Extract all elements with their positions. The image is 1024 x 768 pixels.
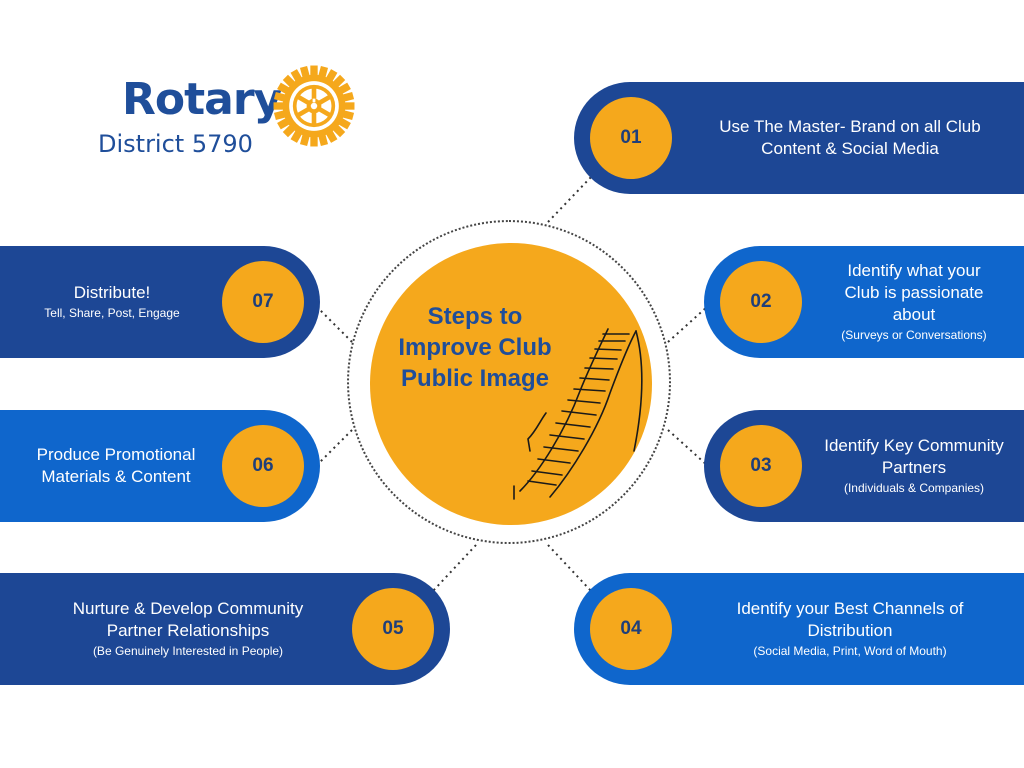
step-06: 06 Produce Promotional Materials & Conte… [0,410,320,522]
connector-05 [431,544,477,593]
step-05: 05 Nurture & Develop Community Partner R… [0,573,450,685]
step-04: 04 Identify your Best Channels of Distri… [574,573,1024,685]
step-title: Produce Promotional Materials & Content [36,445,196,486]
connector-01 [547,175,593,223]
step-subtitle: Tell, Share, Post, Engage [44,306,180,320]
center-hub: Steps to Improve Club Public Image [370,243,652,525]
step-title: Identify Key Community Partners [824,436,1004,477]
step-title: Use The Master- Brand on all Club Conten… [719,117,981,158]
step-title: Identify what your Club is passionate ab… [844,261,984,324]
step-number-badge: 06 [222,425,304,507]
staircase-icon [513,328,643,500]
step-number-badge: 02 [720,261,802,343]
rotary-logo: Rotary District 5790 [98,58,368,168]
step-title: Distribute! [73,283,151,302]
step-07: 07 Distribute! Tell, Share, Post, Engage [0,246,320,358]
step-number-badge: 05 [352,588,434,670]
connector-04 [547,544,593,593]
connector-02 [667,305,709,343]
rotary-wheel-icon [273,65,355,147]
step-subtitle: (Social Media, Print, Word of Mouth) [753,644,947,658]
step-subtitle: (Be Genuinely Interested in People) [92,644,284,658]
step-subtitle: (Individuals & Companies) [843,481,985,495]
step-number-badge: 04 [590,588,672,670]
logo-district: District 5790 [98,130,253,158]
step-number-badge: 03 [720,425,802,507]
step-03: 03 Identify Key Community Partners (Indi… [704,410,1024,522]
step-number-badge: 01 [590,97,672,179]
step-title: Nurture & Develop Community Partner Rela… [72,599,304,640]
hub-title-line-2: Improve Club [398,334,552,361]
connector-03 [667,429,709,467]
logo-wordmark: Rotary [122,74,282,125]
hub-title-line-3: Public Image [400,365,550,392]
step-subtitle: (Surveys or Conversations) [841,328,987,342]
hub-title-line-1: Steps to [427,303,523,330]
step-01: 01 Use The Master- Brand on all Club Con… [574,82,1024,194]
connector-06 [315,429,353,467]
step-title: Identify your Best Channels of Distribut… [736,599,964,640]
step-02: 02 Identify what your Club is passionate… [704,246,1024,358]
hub-title: Steps to Improve Club Public Image [380,301,570,394]
hub-ring [347,220,671,544]
step-number-badge: 07 [222,261,304,343]
connector-07 [315,305,353,343]
